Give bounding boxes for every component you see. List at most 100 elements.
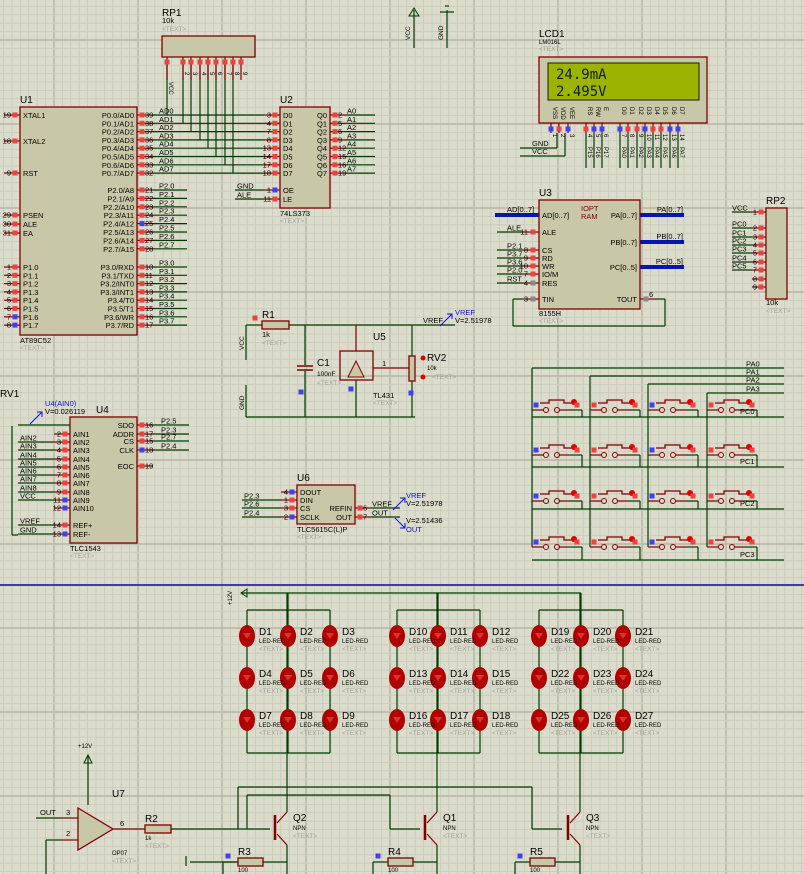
- pin-marker: [289, 505, 295, 511]
- u7-pin-number: 6: [120, 819, 124, 828]
- led-ref: D22: [551, 669, 570, 680]
- u2-pin-name: D3: [283, 136, 293, 145]
- keypad-button[interactable]: [598, 444, 635, 458]
- vcc-label: VCC: [239, 336, 246, 350]
- button-actuator: [540, 536, 572, 541]
- led-text-placeholder: <TEXT>: [635, 646, 659, 653]
- keypad-button[interactable]: [656, 399, 693, 413]
- rp2-pin-number: 1: [753, 208, 757, 217]
- button-contact: [670, 544, 676, 550]
- led-text-placeholder: <TEXT>: [593, 688, 617, 695]
- led-arrow-icon: [535, 717, 543, 723]
- u4-ref: U4: [96, 405, 109, 416]
- button-actuator: [715, 444, 747, 449]
- keypad-button[interactable]: [656, 536, 693, 550]
- pin-marker: [530, 271, 536, 277]
- keypad-button[interactable]: [656, 444, 693, 458]
- pin-marker: [272, 137, 278, 143]
- resistor-ref: R4: [388, 847, 401, 858]
- pin-marker: [758, 259, 764, 265]
- keypad-column-label: PA0: [746, 360, 760, 369]
- rp1-pin-label: 3: [191, 72, 197, 76]
- led-arrow-icon: [476, 717, 484, 723]
- keypad-button[interactable]: [598, 399, 635, 413]
- u4-net-label: AIN3: [20, 442, 37, 451]
- led-text-placeholder: <TEXT>: [409, 646, 433, 653]
- u2-net-label: A5: [347, 148, 356, 157]
- pin-marker: [634, 126, 640, 132]
- rp2-net-label: PC1: [732, 229, 747, 238]
- pin-marker: [139, 306, 145, 311]
- led-arrow-icon: [434, 675, 442, 681]
- button-contact: [659, 544, 665, 550]
- u6-net-label: P2.6: [244, 500, 259, 509]
- u1-pin-number: 10: [145, 263, 153, 272]
- rp2-pin-number: 6: [753, 258, 757, 267]
- keypad-button[interactable]: [540, 399, 577, 413]
- u3-pin-name: CS: [542, 246, 552, 255]
- rv2-terminal: [420, 374, 426, 380]
- pin-marker: [749, 493, 755, 499]
- pin-marker: [139, 204, 145, 210]
- lcd1-pin-number: 11: [653, 134, 659, 141]
- keypad-button[interactable]: [540, 490, 577, 504]
- pin-marker: [139, 154, 145, 159]
- resistor-body: [237, 857, 264, 867]
- u6-vref-probe-value: V=2.51978: [406, 499, 443, 508]
- u7-pin-number: 2: [66, 829, 70, 838]
- rp2-pin-number: 4: [753, 241, 757, 250]
- pin-marker: [272, 129, 278, 135]
- keypad-button[interactable]: [656, 490, 693, 504]
- rp1-pin-label: 7: [225, 72, 231, 76]
- u3-pin-number: 10: [520, 262, 528, 271]
- lcd1-vcc-label: VCC: [532, 147, 548, 156]
- keypad-column-label: PA1: [746, 368, 760, 377]
- u4-pin-name: AIN10: [73, 504, 94, 513]
- u1-net-label: P3.4: [159, 292, 174, 301]
- pin-marker: [332, 145, 338, 151]
- u1-pin-name: P2.5/A13: [103, 228, 134, 237]
- u2-pin-name: Q6: [317, 161, 327, 170]
- pin-marker: [12, 138, 18, 144]
- lcd1-net-label: PA4: [653, 147, 659, 159]
- u3-pin-name: PB[0..7]: [610, 238, 637, 247]
- pin-marker: [62, 522, 68, 528]
- button-contact: [718, 544, 724, 550]
- u6-pin-name: REFIN: [330, 504, 353, 513]
- button-contact: [612, 407, 618, 413]
- u4-pin-name: CLK: [119, 446, 134, 455]
- led-type: LED-RED: [259, 681, 286, 687]
- led: [322, 709, 338, 731]
- pin-marker: [617, 126, 623, 132]
- u1-pin-number: 35: [145, 144, 153, 153]
- rp1-pin-label: 6: [216, 72, 222, 76]
- lcd1-pin-name: VDD: [559, 107, 565, 120]
- pin-marker: [139, 229, 145, 235]
- u3-pin-name: ALE: [542, 228, 556, 237]
- u1-pin-name: XTAL2: [23, 137, 45, 146]
- u1-net-label: P3.3: [159, 283, 174, 292]
- pin-marker: [12, 306, 18, 311]
- pin-marker: [758, 234, 764, 240]
- u2-part: 74LS373: [280, 209, 310, 218]
- u4-pin-number: 12: [53, 504, 61, 513]
- u7-pin-number: 3: [66, 808, 70, 817]
- u1-net-label: AD2: [159, 123, 174, 132]
- pin-marker: [348, 386, 354, 392]
- lcd1-pin-number: 12: [661, 134, 667, 141]
- rv2-text-placeholder: <TEXT>: [432, 374, 456, 381]
- rp1-body: [161, 35, 256, 58]
- lcd1-pin-number: 14: [678, 134, 684, 141]
- led-ref: D16: [409, 711, 428, 722]
- led-arrow-icon: [577, 675, 585, 681]
- keypad-button[interactable]: [715, 399, 752, 413]
- gnd-label: GND: [438, 25, 445, 40]
- pin-marker: [632, 493, 638, 499]
- rp2-pin-number: 8: [753, 275, 757, 284]
- u1-net-label: AD4: [159, 140, 174, 149]
- u4-pin-number: 17: [145, 430, 153, 439]
- u4-pin-number: 18: [145, 446, 153, 455]
- u2-net-label: A6: [347, 156, 356, 165]
- u4-pin-name: REF+: [73, 521, 93, 530]
